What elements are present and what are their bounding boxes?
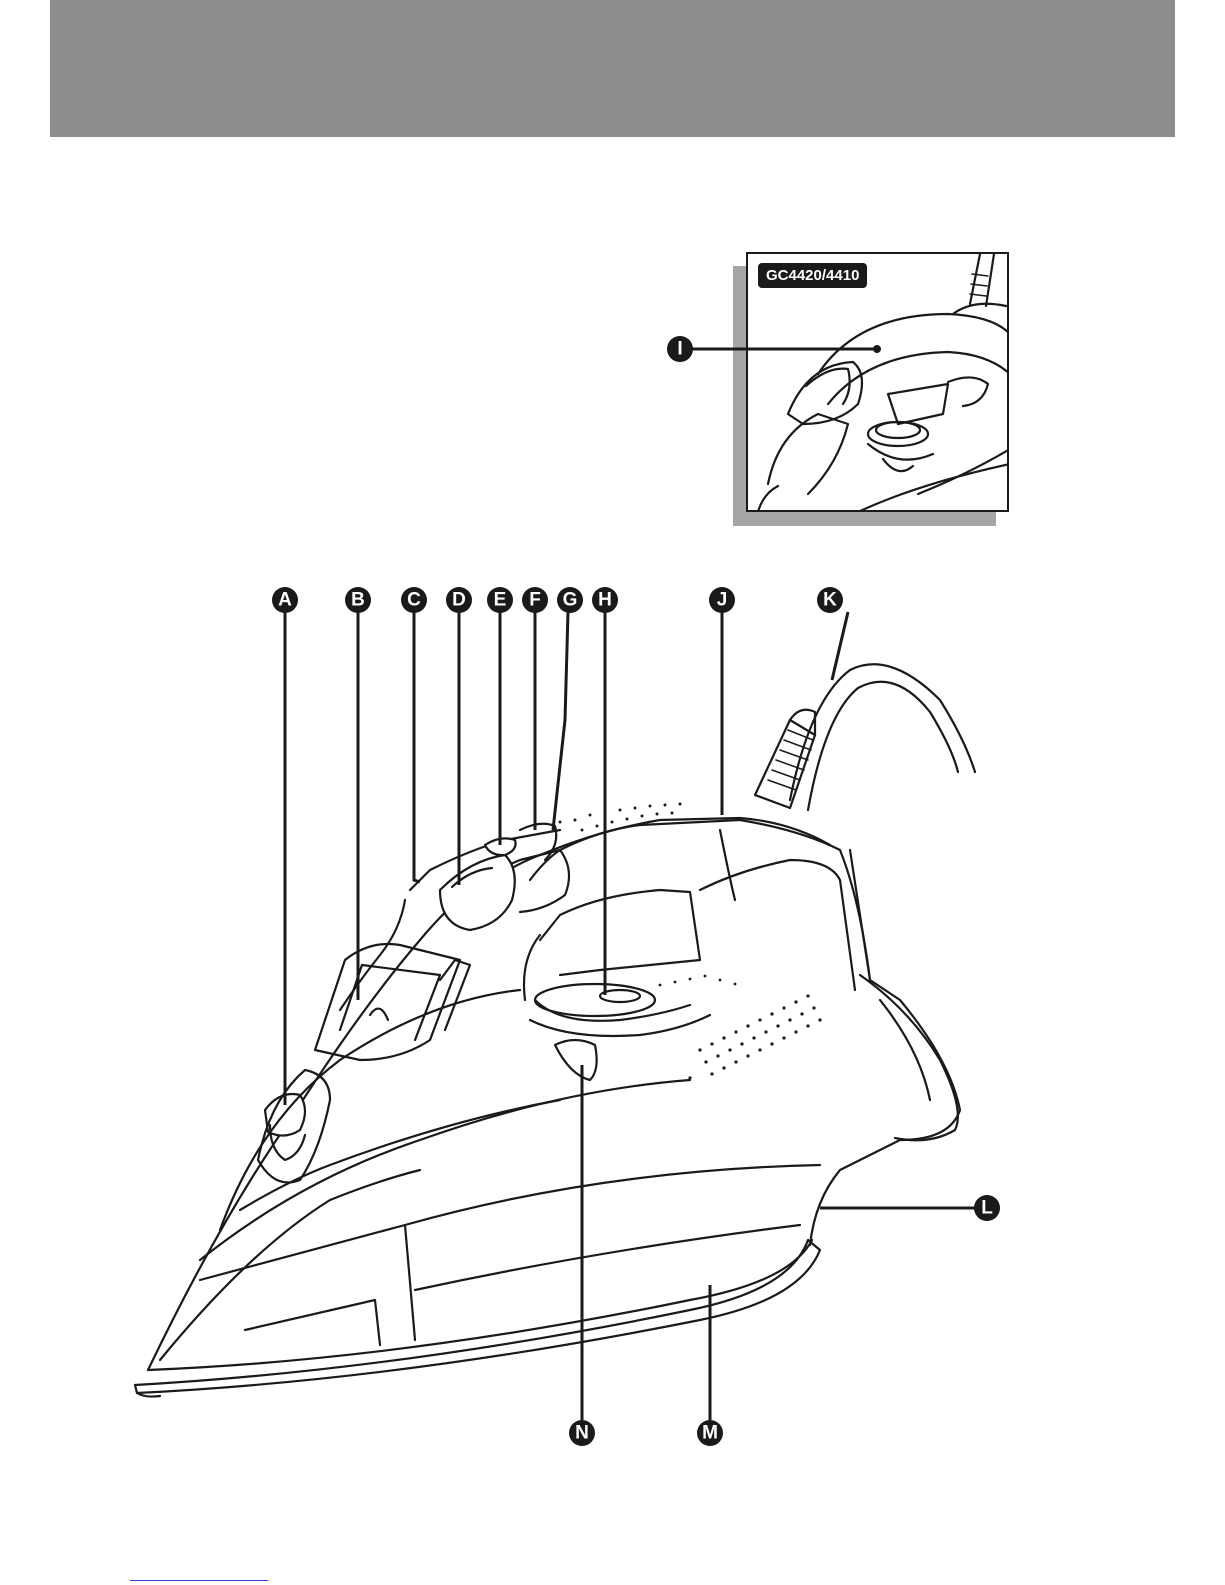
svg-text:K: K xyxy=(823,590,837,611)
leader-lines xyxy=(285,612,975,1420)
callout-m: M xyxy=(697,1420,723,1446)
svg-text:G: G xyxy=(563,590,578,611)
leader-i-end xyxy=(873,345,881,353)
footer-rule xyxy=(130,1580,268,1581)
svg-text:E: E xyxy=(494,590,507,611)
callout-h: H xyxy=(592,587,618,613)
callout-k: K xyxy=(817,587,843,613)
svg-text:F: F xyxy=(529,590,541,611)
callout-j: J xyxy=(709,587,735,613)
svg-text:C: C xyxy=(407,590,421,611)
svg-text:B: B xyxy=(351,590,365,611)
callout-n: N xyxy=(569,1420,595,1446)
callout-d: D xyxy=(446,587,472,613)
svg-text:L: L xyxy=(981,1198,993,1219)
callout-f: F xyxy=(522,587,548,613)
svg-text:D: D xyxy=(452,590,466,611)
svg-text:A: A xyxy=(278,590,292,611)
svg-text:M: M xyxy=(702,1423,718,1444)
body-texture xyxy=(659,975,822,1080)
callout-g: G xyxy=(557,587,583,613)
svg-text:J: J xyxy=(717,590,728,611)
callout-e: E xyxy=(487,587,513,613)
callout-a: A xyxy=(272,587,298,613)
callout-i: I xyxy=(667,336,693,362)
callout-b: B xyxy=(345,587,371,613)
svg-text:I: I xyxy=(677,339,682,360)
callout-l: L xyxy=(974,1195,1000,1221)
svg-text:N: N xyxy=(575,1423,589,1444)
callout-c: C xyxy=(401,587,427,613)
handle-texture xyxy=(559,803,682,832)
iron-illustration xyxy=(135,664,975,1396)
svg-text:H: H xyxy=(598,590,612,611)
